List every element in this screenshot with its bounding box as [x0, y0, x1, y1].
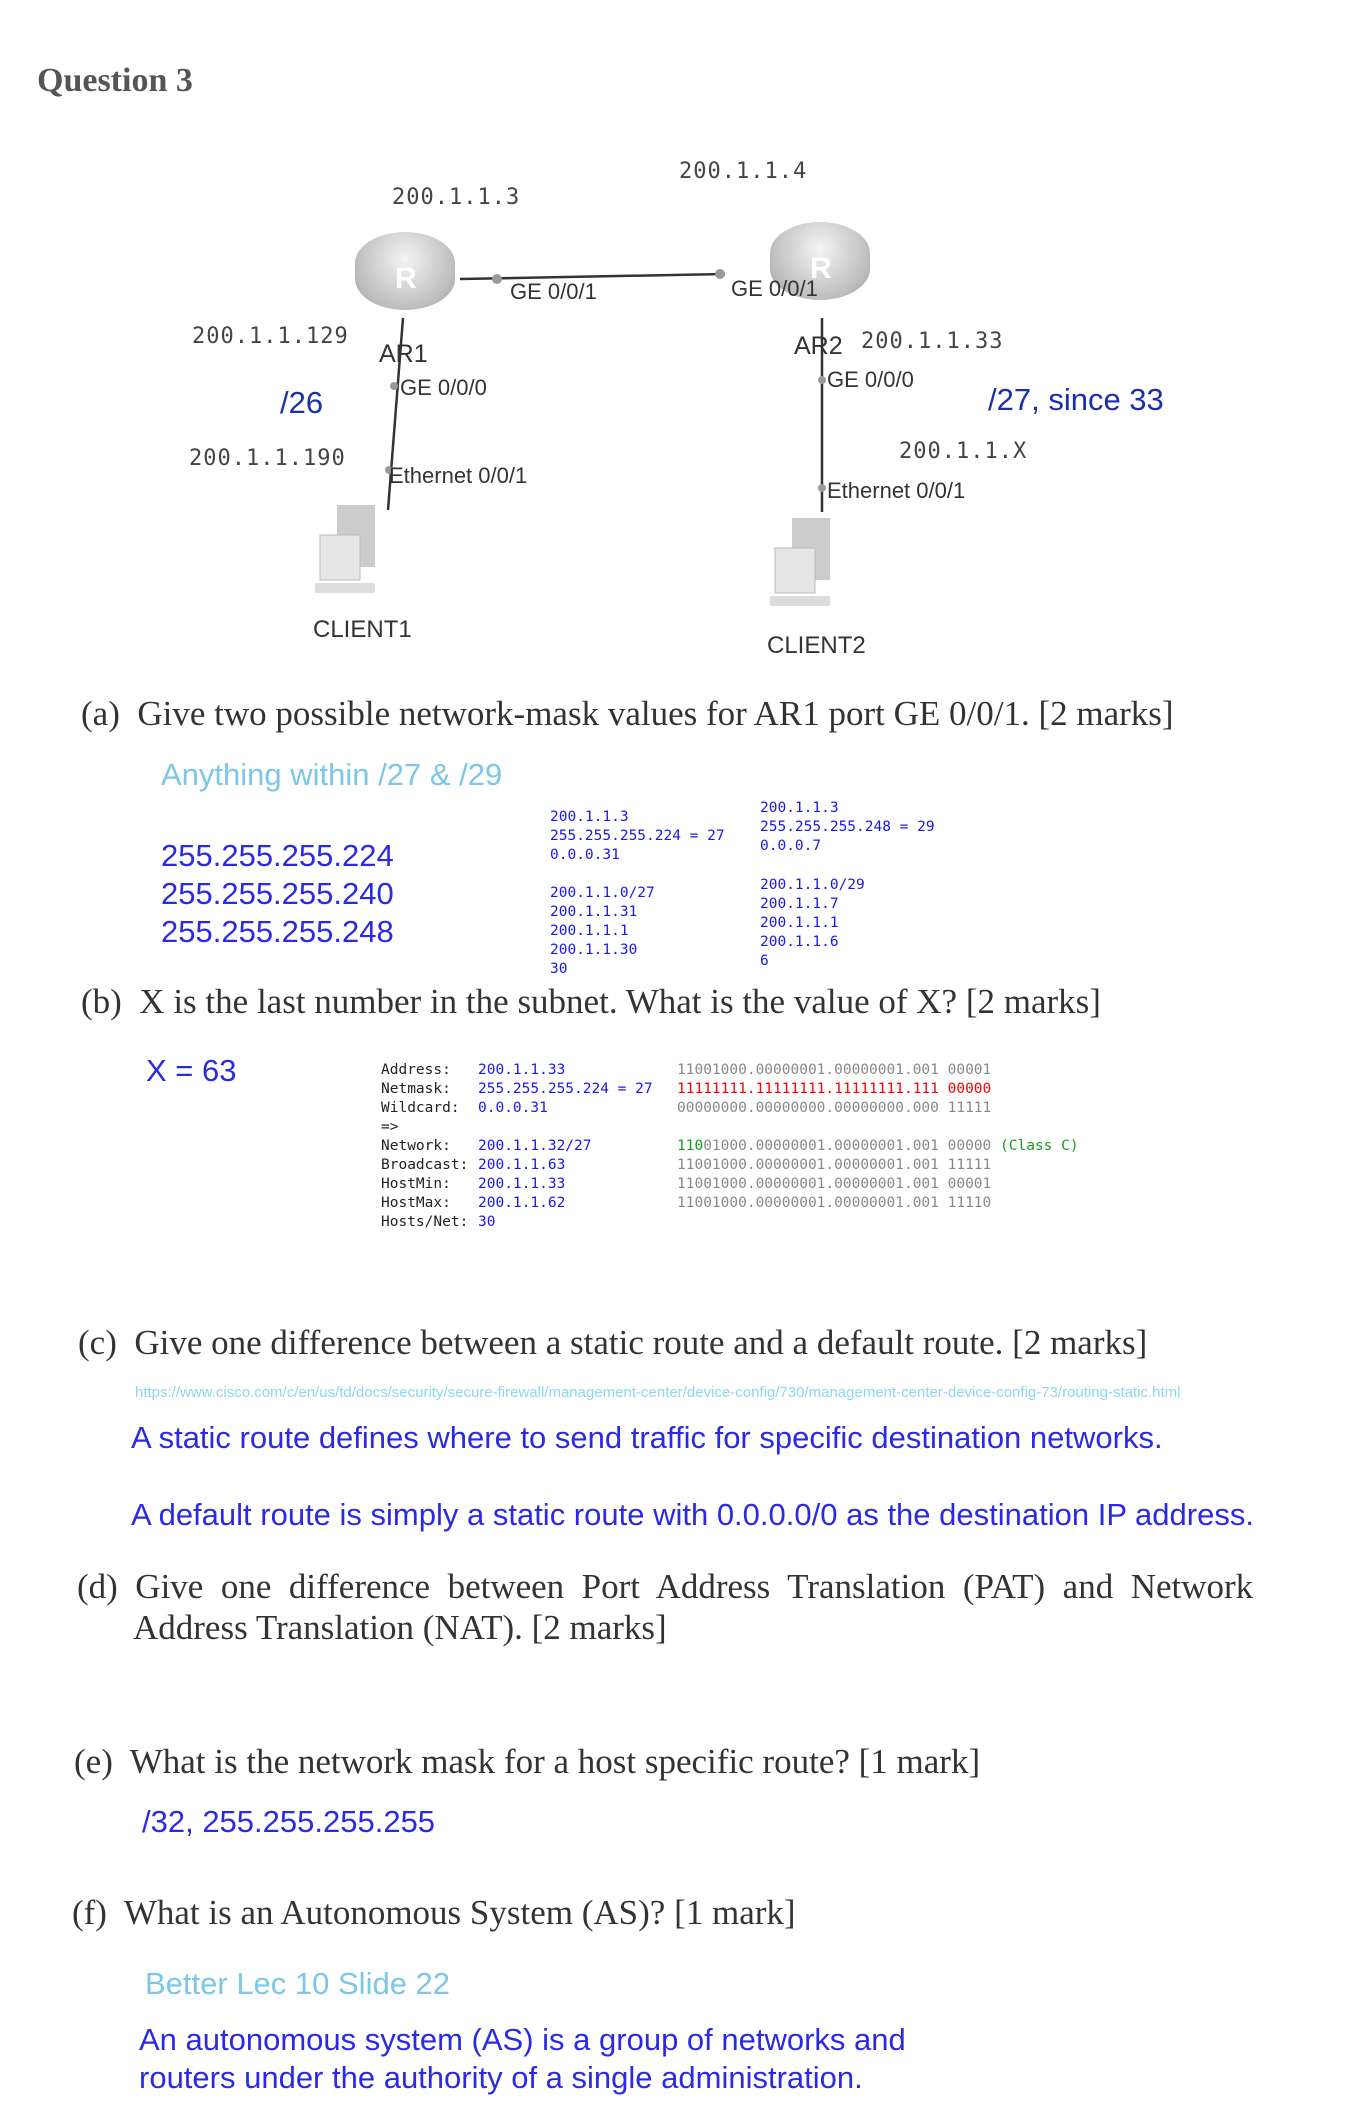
link-ar1-client1 [386, 317, 405, 511]
calc-binary: 11001000.00000001.00000001.001 11111 [677, 1157, 992, 1173]
question-a: (a) Give two possible network-mask value… [81, 694, 1174, 733]
ar2-name: AR2 [794, 332, 843, 360]
ar2-subnet-note: /27, since 33 [988, 382, 1164, 417]
client1-ip: 200.1.1.190 [189, 446, 346, 471]
reference-link[interactable]: https://www.cisco.com/c/en/us/td/docs/se… [135, 1384, 1181, 1401]
client2-name: CLIENT2 [767, 632, 866, 659]
calc-value: 200.1.1.33 [478, 1062, 566, 1078]
answer-e: /32, 255.255.255.255 [142, 1804, 436, 1839]
calc-binary: 11001000.00000001.00000001.001 00001 [677, 1176, 992, 1192]
ar1-subnet-note: /26 [280, 385, 324, 420]
calc-key: Hosts/Net: [381, 1214, 469, 1230]
ar1-ge001-label: GE 0/0/1 [510, 279, 597, 304]
answer-f-line2: routers under the authority of a single … [139, 2060, 863, 2095]
page-title: Question 3 [37, 62, 193, 99]
calc-key: Network: [381, 1138, 451, 1154]
ar1-low-ip: 200.1.1.129 [192, 324, 349, 349]
answer-a-mask-1: 255.255.255.224 [161, 838, 394, 873]
calc-value: 200.1.1.63 [478, 1157, 566, 1173]
question-c: (c) Give one difference between a static… [78, 1323, 1148, 1362]
answer-c-1: A static route defines where to send tra… [131, 1420, 1163, 1455]
client1-eth-label: Ethernet 0/0/1 [389, 463, 528, 488]
question-d-line1: (d) Give one difference between Port Add… [77, 1567, 1254, 1606]
calc-value: 200.1.1.62 [478, 1195, 566, 1211]
client2-eth-label: Ethernet 0/0/1 [827, 478, 966, 503]
client1-name: CLIENT1 [313, 616, 412, 643]
calc-row: Netmask: 255.255.255.224 = 27 11111111.111… [381, 1080, 991, 1099]
link-ar1-ar2 [459, 272, 726, 281]
question-f: (f) What is an Autonomous System (AS)? [… [72, 1893, 796, 1932]
ar2-low-ip: 200.1.1.33 [861, 329, 1004, 354]
client1-computer-icon [315, 505, 375, 593]
question-e: (e) What is the network mask for a host … [74, 1742, 981, 1781]
calc-row: => [381, 1118, 468, 1137]
question-d-line2: Address Translation (NAT). [2 marks] [133, 1608, 667, 1647]
diagram-links [385, 269, 826, 512]
answer-a-hint: Anything within /27 & /29 [161, 757, 503, 792]
question-b: (b) X is the last number in the subnet. … [81, 982, 1101, 1021]
calc-row: Wildcard: 0.0.0.31 00000000.00000000.00000… [381, 1099, 991, 1118]
calc-binary: 11001000.00000001.00000001.001 11110 [677, 1195, 992, 1211]
calc-key: Wildcard: [381, 1100, 460, 1116]
calc-value: 30 [478, 1214, 496, 1230]
calc-key: HostMin: [381, 1176, 451, 1192]
ar1-ge000-label: GE 0/0/0 [400, 375, 487, 400]
calc-key: Broadcast: [381, 1157, 469, 1173]
calc-row: HostMin: 200.1.1.33 11001000.00000001.0000… [381, 1175, 991, 1194]
calc-binary: 11111111.11111111.11111111.111 00000 [677, 1081, 992, 1097]
calc-row: Hosts/Net: 30 [381, 1213, 495, 1232]
subnet-calculator: Address: 200.1.1.33 11001000.00000001.0000… [381, 1061, 1079, 1232]
calc-value: 0.0.0.31 [478, 1100, 548, 1116]
calc-value: 200.1.1.33 [478, 1176, 566, 1192]
ar1-top-ip: 200.1.1.3 [392, 185, 521, 210]
calc-row: HostMax: 200.1.1.62 11001000.00000001.0000… [381, 1194, 991, 1213]
client2-computer-icon [770, 518, 830, 606]
ar2-top-ip: 200.1.1.4 [679, 159, 808, 184]
router-ar1-icon: R [355, 232, 455, 310]
answer-c-2: A default route is simply a static route… [131, 1497, 1254, 1532]
ar1-name: AR1 [379, 340, 428, 368]
calc-key: Address: [381, 1062, 451, 1078]
calc-binary: 00000000.00000000.00000000.000 11111 [677, 1100, 992, 1116]
calc-value: 255.255.255.224 = 27 [478, 1081, 653, 1097]
router-ar2-icon: R [770, 222, 870, 300]
calc-key: Netmask: [381, 1081, 451, 1097]
answer-a-mask-2: 255.255.255.240 [161, 876, 394, 911]
calc-row: Broadcast: 200.1.1.63 11001000.00000001.00… [381, 1156, 991, 1175]
answer-f-line1: An autonomous system (AS) is a group of … [139, 2022, 906, 2057]
calc-row: Network: 200.1.1.32/27 11001000.00000001.0… [381, 1137, 1079, 1156]
calc-key: => [381, 1119, 399, 1135]
answer-a-mask-3: 255.255.255.248 [161, 914, 394, 949]
ar2-ge001-label: GE 0/0/1 [731, 276, 818, 301]
ar2-ge000-label: GE 0/0/0 [827, 367, 914, 392]
calc-value: 200.1.1.32/27 [478, 1138, 592, 1154]
answer-b: X = 63 [146, 1053, 237, 1088]
answer-f-hint: Better Lec 10 Slide 22 [145, 1966, 451, 2001]
calc-row: Address: 200.1.1.33 11001000.00000001.0000… [381, 1061, 991, 1080]
client2-ip: 200.1.1.X [899, 439, 1028, 464]
calc-key: HostMax: [381, 1195, 451, 1211]
calc-binary: 11001000.00000001.00000001.001 00001 [677, 1062, 992, 1078]
calc-binary: 11001000.00000001.00000001.001 00000 (Cl… [677, 1138, 1079, 1154]
